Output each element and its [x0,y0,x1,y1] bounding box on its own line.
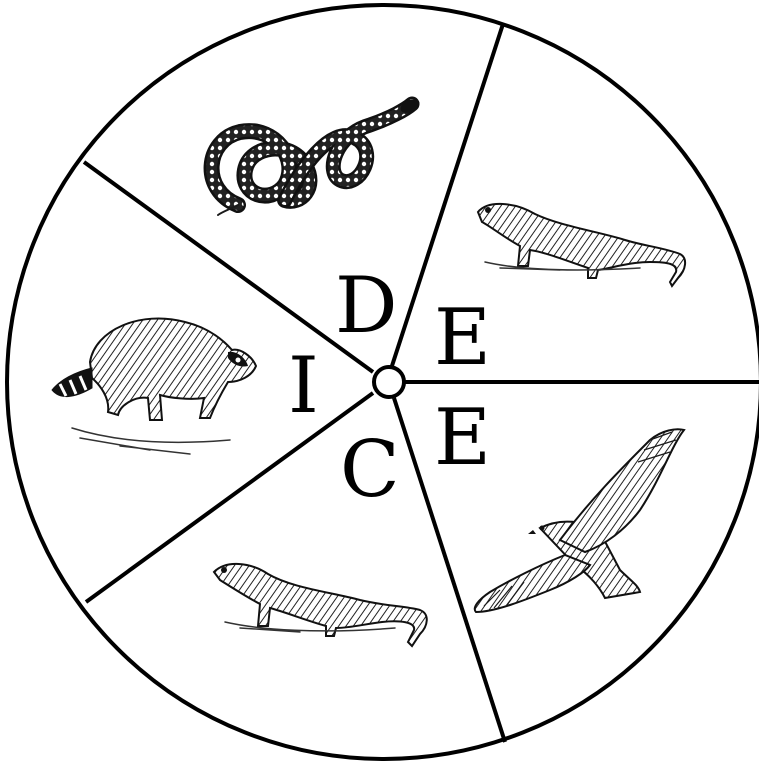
letter-i: I [288,341,319,431]
snake-illustration [212,96,422,215]
letter-e-upper: E [434,293,491,383]
letter-c: C [340,425,400,515]
hawk-illustration [475,429,684,612]
center-hub [374,367,404,397]
raccoon-illustration [52,318,256,454]
letter-d: D [335,261,398,351]
weasel-illustration-lower [214,564,427,646]
weasel-illustration-upper [478,204,685,286]
letter-e-lower: E [434,393,491,483]
